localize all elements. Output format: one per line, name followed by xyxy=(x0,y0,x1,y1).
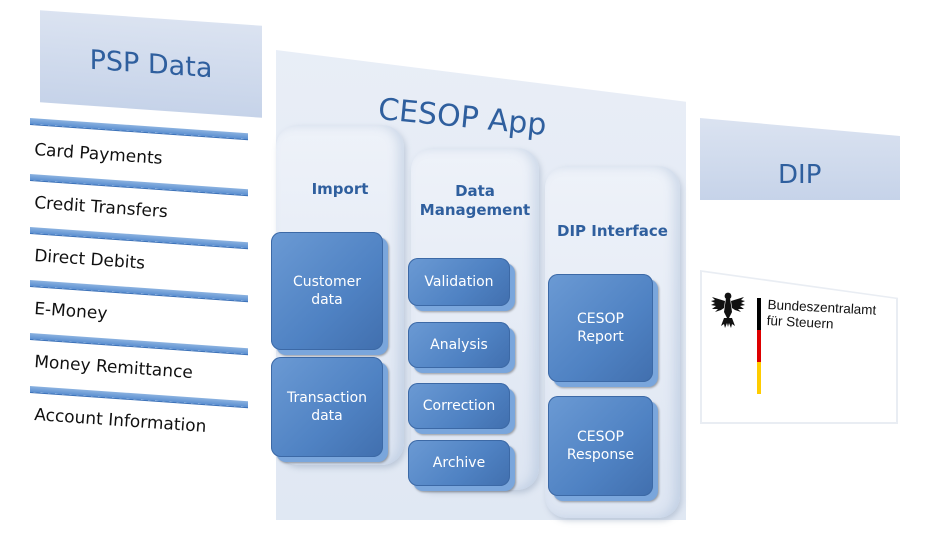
psp-data-title: PSP Data xyxy=(89,44,213,84)
psp-divider xyxy=(30,333,248,355)
psp-divider xyxy=(30,227,248,249)
psp-item-money-remittance: Money Remittance xyxy=(33,352,194,384)
cesop-report-line1: CESOP xyxy=(577,311,624,327)
import-column-title: Import xyxy=(311,180,369,198)
customer-data-box: Customer data xyxy=(271,232,383,350)
correction-box: Correction xyxy=(408,383,510,429)
correction-label: Correction xyxy=(422,398,496,414)
psp-divider xyxy=(30,280,248,302)
customer-data-line1: Customer xyxy=(292,274,361,290)
psp-divider xyxy=(30,386,248,408)
cesop-response-line1: CESOP xyxy=(577,429,624,445)
cesop-response-line2: Response xyxy=(566,447,635,463)
psp-divider xyxy=(30,174,248,196)
validation-box: Validation xyxy=(408,258,510,306)
psp-item-account-information: Account Information xyxy=(33,405,208,437)
german-flag-bar xyxy=(757,298,761,394)
bzst-logo-text: Bundeszentralamt für Steuern xyxy=(766,297,876,335)
psp-item-e-money: E-Money xyxy=(33,299,109,325)
data-management-title-line2: Management xyxy=(419,201,531,219)
cesop-response-box: CESOP Response xyxy=(548,396,653,496)
archive-box: Archive xyxy=(408,440,510,486)
cesop-report-box: CESOP Report xyxy=(548,274,653,382)
transaction-data-box: Transaction data xyxy=(271,357,383,457)
dip-title: DIP xyxy=(778,160,822,190)
data-management-column-title: Data Management xyxy=(411,182,539,220)
transaction-data-line2: data xyxy=(311,408,343,424)
transaction-data-line1: Transaction xyxy=(286,390,368,406)
validation-label: Validation xyxy=(424,274,494,290)
psp-item-credit-transfers: Credit Transfers xyxy=(33,193,169,223)
data-management-title-line1: Data xyxy=(455,182,495,200)
analysis-label: Analysis xyxy=(430,337,488,353)
dip-interface-column-title: DIP Interface xyxy=(557,222,668,240)
customer-data-line2: data xyxy=(311,292,343,308)
cesop-report-line2: Report xyxy=(577,329,624,345)
psp-item-direct-debits: Direct Debits xyxy=(33,246,146,274)
archive-label: Archive xyxy=(432,455,486,471)
data-management-column xyxy=(411,148,539,490)
psp-data-header: PSP Data xyxy=(40,10,262,118)
analysis-box: Analysis xyxy=(408,322,510,368)
psp-divider xyxy=(30,118,248,140)
bzst-logo-card xyxy=(702,272,896,422)
federal-eagle-icon xyxy=(711,292,745,328)
psp-item-card-payments: Card Payments xyxy=(33,140,164,169)
